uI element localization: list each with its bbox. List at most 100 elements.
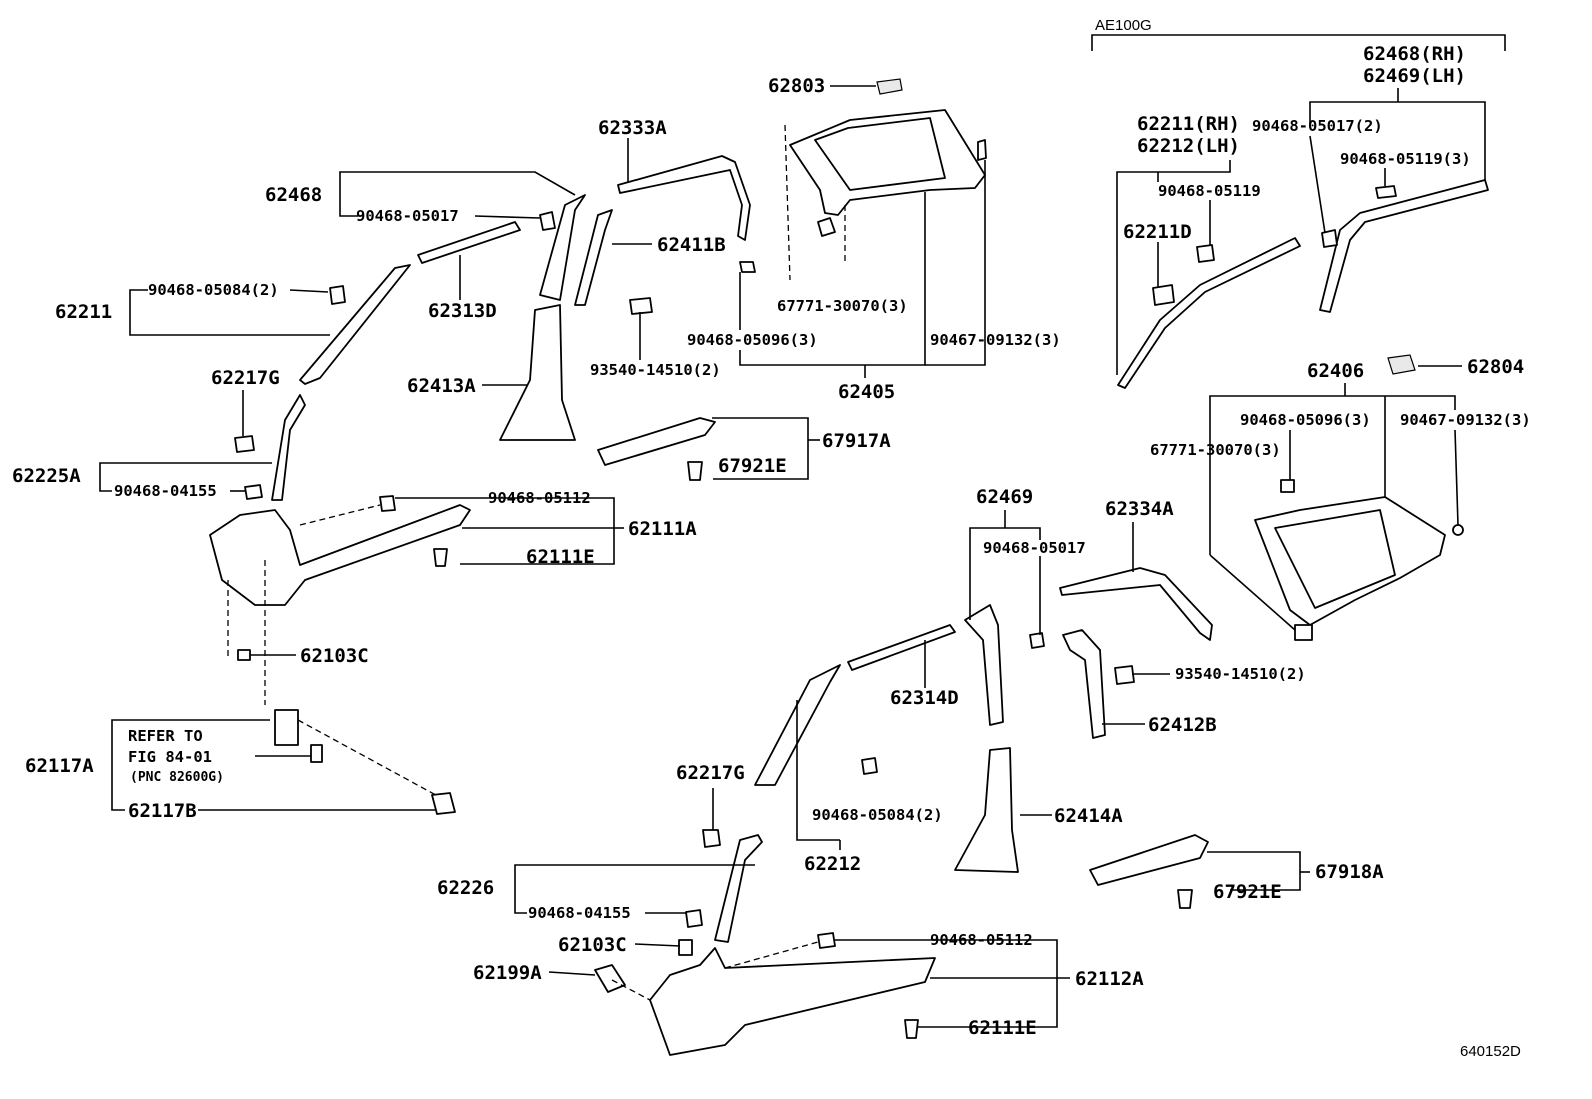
clip-62468 [539, 211, 556, 231]
label-62226: 62226 [437, 877, 494, 899]
variant-label: AE100G [1095, 17, 1152, 34]
label-90468-05112-a: 90468-05112 [488, 489, 591, 507]
label-62314D: 62314D [890, 687, 959, 709]
bracket-62199A [594, 964, 626, 993]
label-62103C-a: 62103C [300, 645, 369, 667]
note-line2: FIG 84-01 [128, 748, 212, 766]
clip-62803 [876, 78, 903, 95]
clip-62469 [1029, 632, 1045, 649]
clip-67921E-right [1177, 889, 1193, 909]
scuff-67917A [597, 417, 716, 466]
label-62405: 62405 [838, 381, 895, 403]
clip-62217G-left [234, 435, 255, 453]
clip-62103C-right [678, 939, 693, 956]
clip-62406-c [1452, 524, 1464, 536]
label-67918A: 67918A [1315, 861, 1384, 883]
label-62199A: 62199A [473, 962, 542, 984]
clip-62405-a [817, 217, 836, 237]
label-67917A: 67917A [822, 430, 891, 452]
label-90468-05084-b: 90468-05084(2) [812, 806, 943, 824]
pillar-62413A [499, 304, 576, 441]
pillar-62468 [539, 194, 586, 301]
label-90468-05119: 90468-05119 [1158, 182, 1261, 200]
strip-62333A [617, 155, 751, 241]
label-62414A: 62414A [1054, 805, 1123, 827]
label-67771-30070-a: 67771-30070(3) [777, 297, 908, 315]
label-62111A: 62111A [628, 518, 697, 540]
clip-62406-a [1280, 479, 1295, 493]
label-62412B: 62412B [1148, 714, 1217, 736]
label-90468-05119-3: 90468-05119(3) [1340, 150, 1471, 168]
kick-panel-62111A [209, 504, 471, 606]
clip-62225A [244, 484, 263, 500]
scuff-67918A [1089, 834, 1209, 886]
clip-62111E-left [433, 548, 448, 567]
clip-90468-05017-r [1321, 229, 1338, 248]
pillar-62468-rh [1319, 179, 1489, 313]
label-62217G-b: 62217G [676, 762, 745, 784]
clip-62103C-left [237, 649, 251, 661]
screw-93540-left [629, 297, 653, 315]
label-62468-rh: 62468(RH) [1363, 43, 1466, 65]
ae100g-bracket: AE100G [1091, 17, 1506, 51]
clip-62112A [817, 932, 836, 949]
pillar-62469 [964, 604, 1004, 726]
clip-90468-05119-r [1196, 244, 1215, 263]
label-62411B: 62411B [657, 234, 726, 256]
label-67771-30070-b: 67771-30070(3) [1150, 441, 1281, 459]
clip-62217G-right [702, 829, 721, 848]
clip-62211D [1152, 284, 1175, 306]
label-62413A: 62413A [407, 375, 476, 397]
label-62117A: 62117A [25, 755, 94, 777]
label-62804: 62804 [1467, 356, 1524, 378]
pillar-62411B [574, 209, 613, 306]
label-90468-05084-a: 90468-05084(2) [148, 281, 279, 299]
label-62468: 62468 [265, 184, 322, 206]
pillar-62211-rh [1117, 237, 1301, 389]
pillar-62412B [1062, 629, 1106, 739]
label-62111E-a: 62111E [526, 546, 595, 568]
label-62211D: 62211D [1123, 221, 1192, 243]
label-90468-05017-2: 90468-05017(2) [1252, 117, 1383, 135]
label-62112A: 62112A [1075, 968, 1144, 990]
label-90468-04155-b: 90468-04155 [528, 904, 631, 922]
pillar-62211 [299, 264, 411, 385]
cover-62117A [274, 709, 299, 746]
label-90468-05096-a: 90468-05096(3) [687, 331, 818, 349]
cowl-62226 [714, 834, 763, 943]
note-line1: REFER TO [128, 727, 203, 745]
cover-piece [310, 744, 323, 763]
label-93540-14510-a: 93540-14510(2) [590, 361, 721, 379]
clip-62406-b [1294, 624, 1313, 641]
label-62469: 62469 [976, 486, 1033, 508]
label-62103C-b: 62103C [558, 934, 627, 956]
figure-number: 640152D [1460, 1043, 1521, 1060]
clip-62111E-right [904, 1019, 919, 1039]
clip-62405-b [739, 261, 756, 273]
label-62406: 62406 [1307, 360, 1364, 382]
label-90468-04155-a: 90468-04155 [114, 482, 217, 500]
label-90468-05096-b: 90468-05096(3) [1240, 411, 1371, 429]
clip-67921E-left [687, 461, 703, 481]
strip-62334A [1059, 567, 1213, 641]
note-line3: (PNC 82600G) [130, 770, 224, 785]
label-62211: 62211 [55, 301, 112, 323]
part-labels: 62803 62333A 62468 90468-05017 62411B 62… [12, 43, 1531, 1060]
label-90467-09132-b: 90467-09132(3) [1400, 411, 1531, 429]
leader-lines [99, 85, 1486, 1028]
label-62225A: 62225A [12, 465, 81, 487]
label-62212: 62212 [804, 853, 861, 875]
strip-62313D [417, 221, 521, 264]
clip-62211 [329, 285, 346, 305]
label-67921E-b: 67921E [1213, 881, 1282, 903]
label-67921E-a: 67921E [718, 455, 787, 477]
clip-62111A [379, 495, 396, 512]
label-62334A: 62334A [1105, 498, 1174, 520]
cowl-62225A [271, 394, 306, 501]
label-62212-lh: 62212(LH) [1137, 135, 1240, 157]
parts-artwork [209, 78, 1489, 1056]
label-62313D: 62313D [428, 300, 497, 322]
clip-90468-05119-3 [1375, 185, 1397, 199]
clip-62212 [861, 757, 878, 775]
